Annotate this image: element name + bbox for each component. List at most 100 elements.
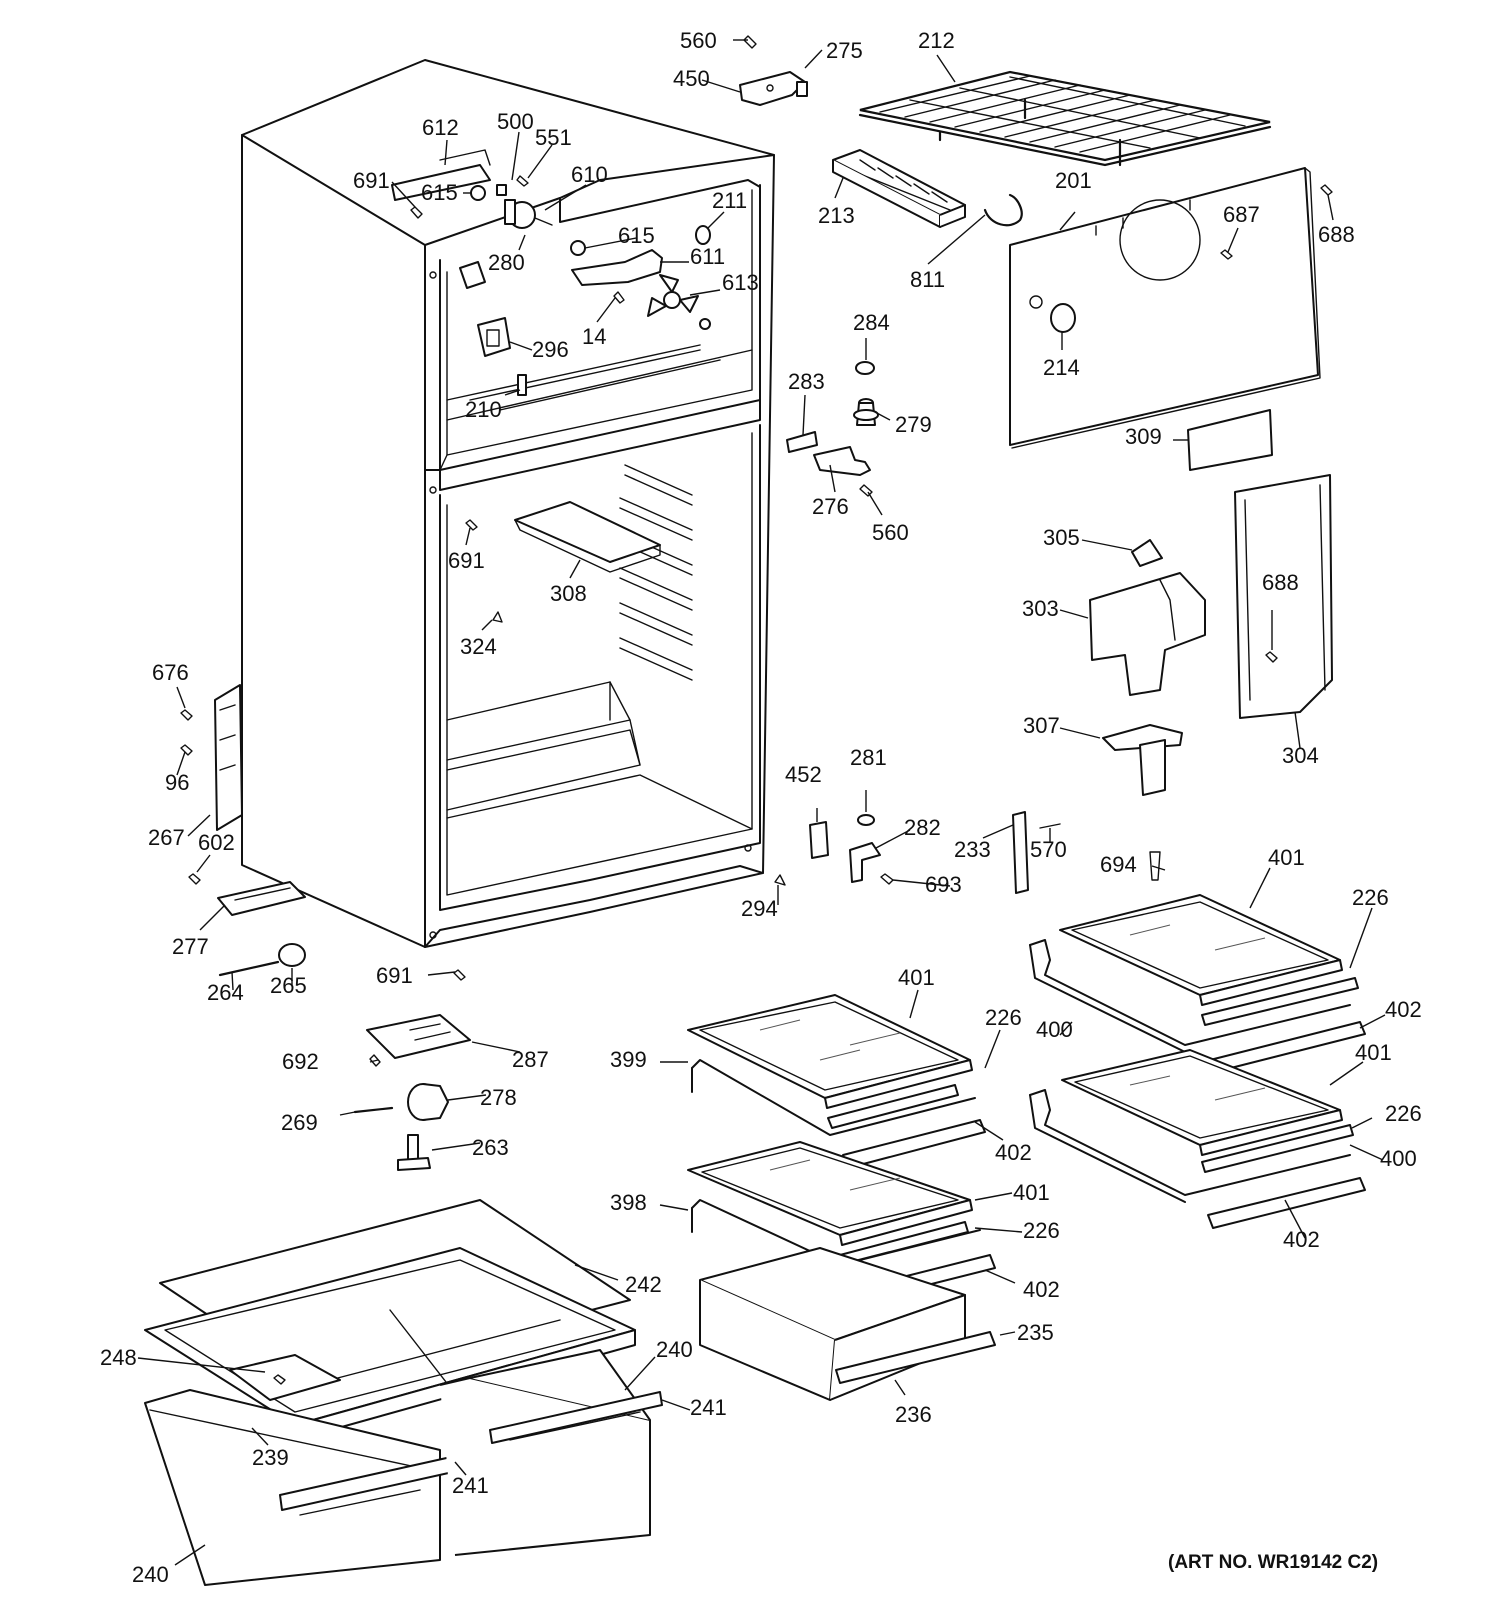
callout: 399 — [610, 1047, 647, 1072]
callout: 611 — [690, 244, 725, 269]
callout: 688 — [1318, 222, 1355, 247]
callout: 213 — [818, 203, 855, 228]
callout: 242 — [625, 1272, 662, 1297]
callout: 201 — [1055, 168, 1092, 193]
callout: 214 — [1043, 355, 1080, 380]
callout: 264 — [207, 980, 244, 1005]
callout: 96 — [165, 770, 189, 795]
callout: 241 — [690, 1395, 727, 1420]
refrigerator-cabinet — [241, 59, 775, 948]
callout: 308 — [550, 581, 587, 606]
callout: 452 — [785, 762, 822, 787]
callout: 281 — [850, 745, 887, 770]
callout: 324 — [460, 634, 497, 659]
freezer-wire-shelf — [858, 70, 1272, 167]
callout: 248 — [100, 1345, 137, 1370]
callout: 269 — [281, 1110, 318, 1135]
callout: 305 — [1043, 525, 1080, 550]
callout: 691 — [353, 168, 390, 193]
callout: 401 — [1013, 1180, 1050, 1205]
callout: 226 — [1385, 1101, 1422, 1126]
damper-assembly — [1089, 474, 1333, 796]
kickplate-parts — [180, 684, 466, 981]
callout: 401 — [1355, 1040, 1392, 1065]
callout: 402 — [1023, 1277, 1060, 1302]
callout: 226 — [1352, 885, 1389, 910]
callout: 280 — [488, 250, 525, 275]
callout: 282 — [904, 815, 941, 840]
callout: 279 — [895, 412, 932, 437]
callout: 236 — [895, 1402, 932, 1427]
center-glass-shelves — [687, 994, 996, 1401]
callout: 14 — [582, 324, 606, 349]
callout: 212 — [918, 28, 955, 53]
callout: 560 — [680, 28, 717, 53]
callout: 226 — [1023, 1218, 1060, 1243]
callout-labels: 560 275 212 450 612 500 551 691 615 610 … — [100, 28, 1422, 1587]
callout: 687 — [1223, 202, 1260, 227]
callout: 402 — [1385, 997, 1422, 1022]
callout: 278 — [480, 1085, 517, 1110]
callout: 692 — [282, 1049, 319, 1074]
callout: 400 — [1036, 1017, 1073, 1042]
callout: 304 — [1282, 743, 1319, 768]
callout: 277 — [172, 934, 209, 959]
callout: 693 — [925, 872, 962, 897]
shelf-cover — [514, 501, 661, 563]
callout: 613 — [722, 270, 759, 295]
callout: 691 — [448, 548, 485, 573]
callout: 303 — [1022, 596, 1059, 621]
callout: 688 — [1262, 570, 1299, 595]
ice-tray — [832, 149, 966, 228]
callout: 602 — [198, 830, 235, 855]
callout: 263 — [472, 1135, 509, 1160]
callout: 240 — [656, 1337, 693, 1362]
rating-label — [1187, 409, 1273, 471]
roller-parts — [353, 1014, 471, 1171]
callout: 615 — [618, 223, 655, 248]
callout: 400 — [1380, 1146, 1417, 1171]
callout: 610 — [571, 162, 608, 187]
callout: 284 — [853, 310, 890, 335]
callout: 398 — [610, 1190, 647, 1215]
callout: 691 — [376, 963, 413, 988]
callout: 241 — [452, 1473, 489, 1498]
crisper-drawers — [144, 1199, 663, 1586]
callout: 615 — [421, 180, 458, 205]
callout: 226 — [985, 1005, 1022, 1030]
callout: 676 — [152, 660, 189, 685]
callout: 240 — [132, 1562, 169, 1587]
callout: 210 — [465, 397, 502, 422]
callout: 233 — [954, 837, 991, 862]
callout: 239 — [252, 1445, 289, 1470]
callout: 570 — [1030, 837, 1067, 862]
callout: 450 — [673, 66, 710, 91]
callout: 401 — [1268, 845, 1305, 870]
right-glass-shelves — [1029, 894, 1366, 1229]
evaporator-cover — [983, 167, 1333, 449]
callout: 402 — [1283, 1227, 1320, 1252]
callout: 235 — [1017, 1320, 1054, 1345]
callout: 296 — [532, 337, 569, 362]
small-brackets — [774, 811, 1161, 894]
control-parts — [391, 149, 711, 396]
callout: 276 — [812, 494, 849, 519]
callout: 294 — [741, 896, 778, 921]
art-number: (ART NO. WR19142 C2) — [1168, 1552, 1378, 1573]
callout: 283 — [788, 369, 825, 394]
callout: 560 — [872, 520, 909, 545]
callout: 811 — [910, 267, 945, 292]
callout: 307 — [1023, 713, 1060, 738]
callout: 265 — [270, 973, 307, 998]
callout: 309 — [1125, 424, 1162, 449]
callout: 612 — [422, 115, 459, 140]
center-hinge-parts — [786, 361, 879, 497]
callout: 500 — [497, 109, 534, 134]
callout: 287 — [512, 1047, 549, 1072]
callout: 211 — [712, 188, 747, 213]
callout: 275 — [826, 38, 863, 63]
callout: 551 — [535, 125, 572, 150]
callout: 694 — [1100, 852, 1137, 877]
top-hinge — [739, 35, 808, 106]
